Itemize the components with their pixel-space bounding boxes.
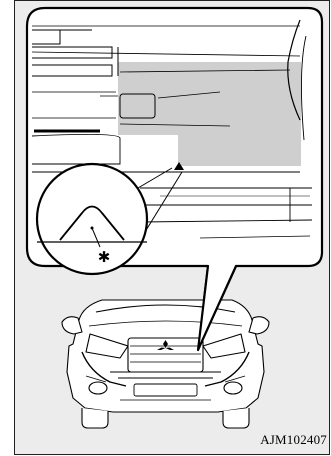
vehicle-front-illustration bbox=[62, 300, 269, 428]
tire-right bbox=[223, 408, 249, 428]
figure-code: AJM102407 bbox=[260, 432, 327, 448]
fog-lamp-right bbox=[224, 382, 242, 394]
sensor-asterisk-marker: ✱ bbox=[98, 248, 111, 266]
tire-left bbox=[82, 408, 108, 428]
fog-lamp-left bbox=[89, 382, 107, 394]
